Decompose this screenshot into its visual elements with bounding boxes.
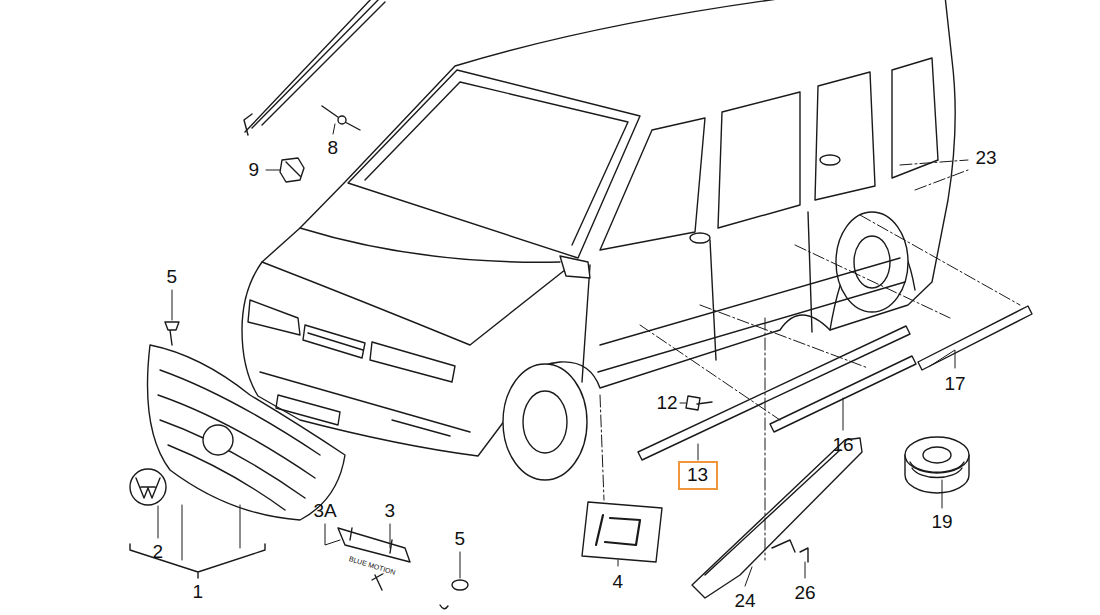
- door-seam: [582, 212, 812, 382]
- door-handle: [820, 155, 840, 165]
- screw: [372, 572, 386, 590]
- callout-number: 4: [613, 572, 624, 593]
- leader-line: [158, 124, 955, 586]
- grille-emblem: [203, 425, 233, 455]
- hub: [523, 391, 567, 453]
- screw: [165, 322, 179, 345]
- screw-head: [338, 116, 346, 124]
- screw: [322, 106, 360, 130]
- grille: [148, 345, 346, 520]
- callout-number: 1: [193, 582, 204, 603]
- screw: [452, 580, 468, 590]
- callout-number: 13: [680, 463, 716, 488]
- callout-number: 16: [833, 435, 854, 456]
- callout-number: 17: [945, 374, 966, 395]
- part-marking: BLUE MOTION: [347, 555, 397, 577]
- bracket: [130, 544, 265, 578]
- callout-number: 5: [167, 267, 178, 288]
- clip: [440, 605, 448, 609]
- strip-end: [244, 114, 252, 135]
- callout-number: 12: [657, 393, 678, 414]
- side-window: [892, 58, 938, 178]
- callout-number: 23: [976, 148, 997, 169]
- dash-leader: [600, 160, 1020, 560]
- leader-line: [182, 505, 240, 560]
- side-window: [718, 92, 800, 228]
- callout-number: 24: [735, 591, 756, 612]
- windshield-inner: [365, 82, 628, 245]
- car-body: [242, 0, 955, 456]
- callout-number: 9: [249, 160, 260, 181]
- screw: [686, 396, 712, 410]
- trim-strip: [770, 356, 916, 432]
- trim-strip: [918, 306, 1032, 370]
- wheel: [836, 212, 908, 312]
- callout-number: 19: [932, 512, 953, 533]
- door-handle: [690, 233, 710, 243]
- roof-strip: [245, 0, 385, 132]
- windshield: [348, 70, 640, 258]
- tape-layer: [910, 462, 964, 477]
- car-grille: [303, 325, 365, 358]
- clip: [280, 158, 304, 182]
- wheel: [503, 364, 587, 480]
- callout-box: 13: [678, 461, 718, 490]
- mirror: [560, 256, 590, 278]
- emblem-mark: [136, 478, 160, 498]
- badge: [582, 502, 662, 562]
- callout-number: 2: [153, 542, 164, 563]
- hood: [262, 228, 575, 345]
- callout-number: 26: [795, 583, 816, 604]
- grille-slat: [158, 370, 320, 510]
- callout-number: 3A: [314, 501, 337, 522]
- callout-number: 5: [455, 529, 466, 550]
- callout-number: 8: [328, 138, 339, 159]
- callout-number: 3: [385, 501, 396, 522]
- emblem: [130, 469, 166, 505]
- side-window: [815, 72, 875, 200]
- clip: [772, 540, 808, 562]
- trim-strip: [638, 326, 910, 460]
- tape-roll: [905, 437, 969, 473]
- badge-letters: [596, 515, 640, 545]
- tape-roll-core: [923, 447, 951, 463]
- side-window: [600, 118, 705, 250]
- headlight: [370, 342, 455, 382]
- headlight: [248, 300, 300, 335]
